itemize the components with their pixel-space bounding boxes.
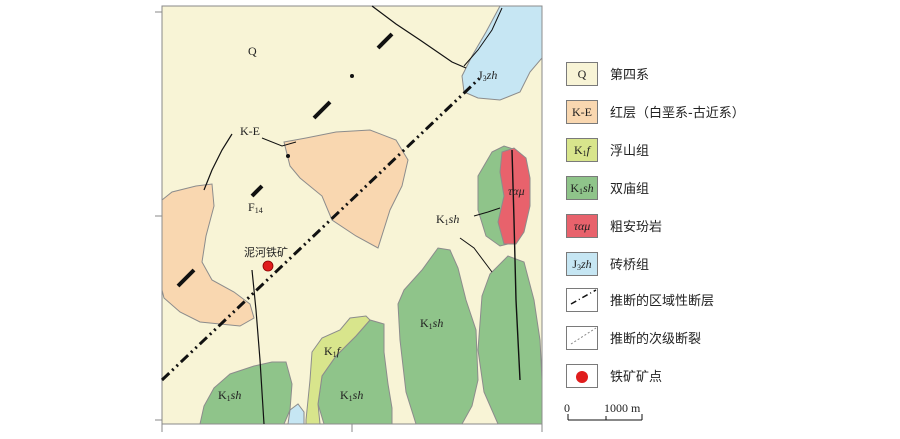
fault-dash-3 [250,184,264,198]
secondary-fracture-1 [371,5,467,69]
fault-dash-2 [312,100,332,120]
legend-shuangmiao-main: K [570,181,579,195]
label-k1sh-south: K1sh [340,388,363,403]
legend-swatch-fushan: K1f [566,138,598,162]
label-fault: F14 [248,200,263,215]
scale-bar [567,414,643,421]
zhuanqiao-ne [461,5,543,101]
label-j3zh: J3zh [478,68,497,83]
legend-regional-fault: 推断的区域性断层 [566,288,886,314]
label-j3zh-ital: zh [486,68,498,82]
label-q: Q [248,44,257,58]
legend-swatch-secondary-fracture [566,326,598,350]
label-j3zh-main: J [478,68,483,82]
legend-fushan-ital: f [586,143,590,157]
legend-swatch-shuangmiao: K1sh [566,176,598,200]
label-k1sh-ital: sh [448,212,460,226]
legend-red-beds: K-E 红层（白垩系-古近系） [566,100,886,126]
legend-graphics [570,289,597,383]
legend-label-porphyry: 粗安玢岩 [610,220,663,235]
legend-deposit: 铁矿矿点 [566,364,886,390]
legend-label-zhuanqiao: 砖桥组 [610,258,650,273]
legend-fushan-main: K [573,143,583,157]
label-k1f-sub: 1 [332,350,337,359]
legend-quaternary: Q 第四系 [566,62,886,88]
label-k1f-main: K [324,344,333,358]
legend-zhuanqiao-main: J [572,257,577,271]
label-k1f: K1f [324,344,340,359]
secondary-fracture-2 [203,133,233,191]
label-j3zh-sub: 3 [482,74,487,83]
scale-distance-label: 1000 m [604,401,641,415]
zhuanqiao-south [287,403,305,425]
label-deposit: 泥河铁矿 [244,246,288,259]
legend-shuangmiao-ital: sh [583,181,594,195]
shuangmiao-central [397,247,479,425]
fault-dot-2 [286,154,290,158]
red-beds-central [283,129,409,249]
leader-tau [473,207,501,217]
label-k1sh-sub: 1 [226,394,231,403]
legend-fushan: K1f 浮山组 [566,138,886,164]
label-fault-sub: 14 [254,206,263,215]
legend-swatch-porphyry: ταμ [566,214,598,238]
label-k1sh-main: K [420,316,429,330]
label-k1sh-ital: sh [352,388,364,402]
label-k1f-ital: f [336,344,341,358]
label-k1sh-ital: sh [230,388,242,402]
label-k1sh-sub: 1 [348,394,353,403]
legend-swatch-regional-fault [566,288,598,312]
label-k1sh-southwest: K1sh [218,388,241,403]
fault-dash-4 [176,268,196,288]
label-k1sh-main: K [340,388,349,402]
fault-dot-1 [350,74,354,78]
legend-fushan-sub: 1 [582,149,587,158]
shuangmiao-east [477,255,543,425]
label-k1sh-sub: 1 [428,322,433,331]
secondary-fracture-5 [463,7,503,67]
legend-zhuanqiao-ital: zh [581,257,592,271]
scale-zero-label: 0 [564,401,570,415]
legend-zhuanqiao: J3zh 砖桥组 [566,252,886,278]
legend-porphyry: ταμ 粗安玢岩 [566,214,886,240]
label-k1sh-east: K1sh [436,212,459,227]
label-k1sh-central: K1sh [420,316,443,331]
label-k1sh-main: K [436,212,445,226]
secondary-fracture-6 [459,237,493,273]
legend-label-shuangmiao: 双庙组 [610,182,650,197]
shuangmiao-southwest [199,361,293,425]
legend-secondary-fracture: 推断的次级断裂 [566,326,886,352]
leader-ke [261,137,297,147]
legend-label-secondary-fracture: 推断的次级断裂 [610,332,702,347]
legend-swatch-deposit [566,364,598,388]
legend-shuangmiao: K1sh 双庙组 [566,176,886,202]
label-fault-main: F [248,200,255,214]
deposit-marker [262,260,274,272]
label-k1sh-main: K [218,388,227,402]
label-ke: K-E [240,124,260,138]
legend-swatch-zhuanqiao: J3zh [566,252,598,276]
legend-label-red-beds: 红层（白垩系-古近系） [610,106,745,121]
secondary-fracture-3 [251,269,265,425]
legend-label-deposit: 铁矿矿点 [610,370,663,385]
legend-swatch-quaternary: Q [566,62,598,86]
label-tau: ταμ [508,184,525,198]
legend-shuangmiao-sub: 1 [579,187,583,196]
legend-zhuanqiao-sub: 3 [577,263,581,272]
label-k1sh-ital: sh [432,316,444,330]
regional-fault-line [160,74,484,382]
legend-label-fushan: 浮山组 [610,144,650,159]
fushan-unit [305,315,371,425]
fault-dash-1 [376,32,394,50]
label-k1sh-sub: 1 [444,218,449,227]
secondary-fracture-4 [511,149,521,381]
legend-label-regional-fault: 推断的区域性断层 [610,294,715,309]
legend-label-quaternary: 第四系 [610,68,650,83]
legend-swatch-red-beds: K-E [566,100,598,124]
